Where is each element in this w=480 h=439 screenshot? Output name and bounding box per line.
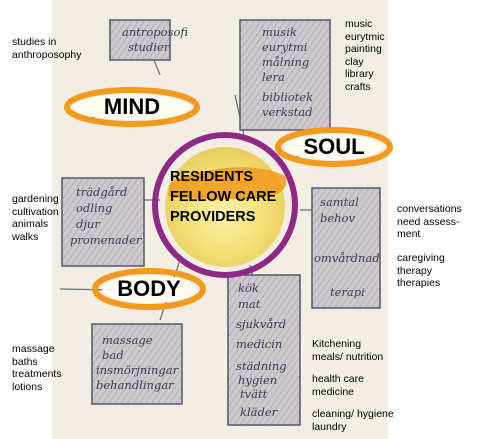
handwriting-massage: massage bad insmörjningar behandlingar — [96, 333, 180, 392]
handwriting-arts: musik eurytmi målning lera bibliotek ver… — [262, 25, 313, 119]
note-arts: music eurytmic painting clay library cra… — [345, 18, 385, 93]
center-label: RESIDENTS FELLOW CARE PROVIDERS — [170, 167, 280, 227]
note-garden: gardening cultivation animals walks — [12, 193, 59, 243]
hw-massage-4: behandlingar — [96, 378, 175, 392]
soul-oval — [275, 127, 393, 167]
hw-kitchen-3: sjukvård — [236, 317, 286, 331]
handwriting-conversations: samtal behov omvårdnad terapi — [314, 195, 380, 299]
hw-arts-1: musik — [262, 25, 297, 39]
note-health: health care medicine — [312, 373, 364, 398]
note-kitchen: Kitchening meals/ nutrition — [312, 338, 384, 363]
note-conversations: conversations need assess- ment — [397, 203, 462, 240]
hw-garden-4: promenader — [70, 233, 143, 247]
hw-conv-3: omvårdnad — [314, 251, 380, 265]
hw-kitchen-7: tvätt — [240, 387, 268, 401]
box-garden — [61, 177, 145, 267]
center-circle — [152, 132, 298, 278]
hw-kitchen-4: medicin — [236, 337, 282, 351]
hw-massage-3: insmörjningar — [96, 363, 180, 377]
hw-studies-2: studier — [128, 40, 171, 54]
hw-arts-6: verkstad — [262, 105, 313, 119]
mind-label: MIND — [103, 94, 161, 119]
soul-label: SOUL — [303, 134, 365, 159]
center-line-fellow-care: FELLOW CARE — [170, 189, 277, 205]
note-cleaning: cleaning/ hygiene laundry — [312, 408, 394, 433]
hw-arts-5: bibliotek — [262, 90, 313, 104]
hw-massage-1: massage — [102, 333, 153, 347]
body-oval — [92, 268, 206, 310]
hw-arts-2: eurytmi — [262, 40, 308, 54]
hw-garden-2: odling — [76, 201, 112, 215]
body-label: BODY — [117, 276, 181, 301]
note-studies: studies in anthroposophy — [12, 36, 82, 61]
hw-conv-4: terapi — [330, 285, 365, 299]
center-line-residents: RESIDENTS — [170, 169, 253, 185]
box-kitchen — [227, 274, 301, 426]
hw-kitchen-2: mat — [238, 297, 261, 311]
handwriting-studies: antroposofi studier — [122, 25, 188, 54]
box-arts — [239, 19, 331, 131]
hw-kitchen-6: hygien — [238, 373, 277, 387]
mind-oval — [64, 87, 200, 127]
handwriting-kitchen: kök mat sjukvård medicin städning hygien… — [236, 281, 287, 419]
hw-studies-1: antroposofi — [122, 25, 188, 39]
hw-massage-2: bad — [102, 348, 124, 362]
box-massage — [91, 323, 183, 405]
handwriting-garden: trädgård odling djur promenader — [70, 185, 143, 247]
hw-arts-4: lera — [262, 70, 285, 84]
hw-kitchen-8: kläder — [240, 405, 279, 419]
hw-garden-3: djur — [76, 217, 101, 231]
center-line-providers: PROVIDERS — [170, 209, 256, 225]
box-conversations — [311, 187, 381, 309]
box-studies — [109, 19, 171, 61]
note-massage: massage baths treatments lotions — [12, 343, 62, 393]
hw-arts-3: målning — [262, 55, 309, 69]
hw-kitchen-1: kök — [238, 281, 259, 295]
hw-conv-1: samtal — [320, 195, 359, 209]
hw-conv-2: behov — [320, 211, 355, 225]
note-caregiving: caregiving therapy therapies — [397, 252, 445, 289]
hw-kitchen-5: städning — [236, 359, 287, 373]
hw-garden-1: trädgård — [76, 185, 127, 199]
